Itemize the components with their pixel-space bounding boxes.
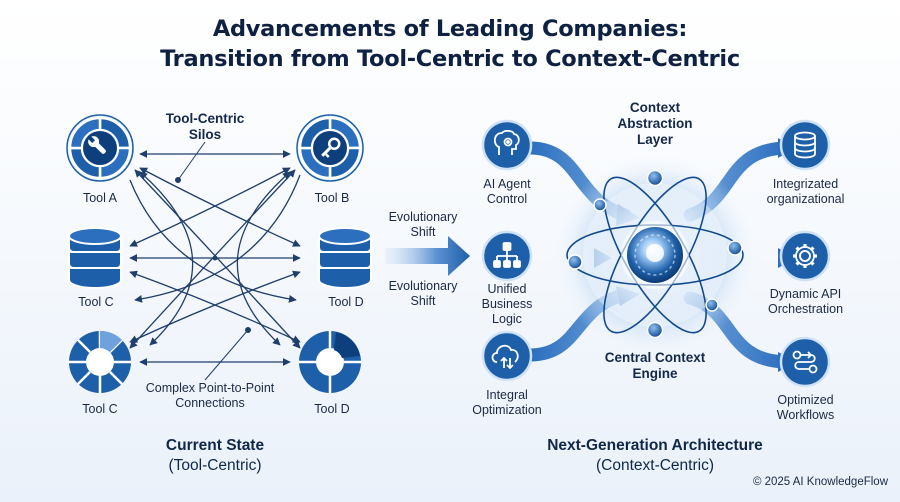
business-logic-label: Unified Business Logic <box>481 282 533 326</box>
tool-d-node <box>318 227 372 289</box>
wrench-icon <box>87 135 106 154</box>
connection-junctions <box>175 177 251 333</box>
tool-b-label: Tool B <box>314 191 350 205</box>
integral-optimization-node <box>481 330 533 382</box>
ai-agent-node <box>481 119 533 171</box>
current-state-sub: (Tool-Centric) <box>168 457 262 474</box>
database-icon <box>68 227 122 289</box>
title-line-1: Advancements of Leading Companies: <box>212 16 688 42</box>
title-line-2: Transition from Tool-Centric to Context-… <box>160 46 740 72</box>
silos-label: Tool-Centric Silos <box>165 111 245 142</box>
integrizated-label: Integrizated organizational <box>766 177 845 206</box>
context-engine <box>555 155 755 355</box>
current-state-caption: Current State (Tool-Centric) <box>115 436 315 476</box>
pie-icon <box>299 331 361 393</box>
key-icon <box>321 137 341 158</box>
cloud-sync-icon <box>491 344 519 370</box>
shift-label-top: Evolutionary Shift <box>388 210 458 239</box>
abstraction-layer-label: Context Abstraction Layer <box>617 100 693 147</box>
next-gen-caption: Next-Generation Architecture (Context-Ce… <box>520 436 790 476</box>
pie-icon <box>69 330 131 393</box>
point-to-point-connections <box>129 141 301 381</box>
business-logic-node <box>481 230 533 282</box>
hierarchy-icon <box>493 242 521 268</box>
workflow-icon <box>792 350 818 374</box>
database-icon <box>794 131 816 159</box>
ai-agent-label: AI Agent Control <box>483 177 531 206</box>
dynamic-api-label: Dynamic API Orchestration <box>767 287 844 316</box>
copyright-text: © 2025 AI KnowledgeFlow <box>752 476 888 488</box>
tool-c2-label: Tool C <box>82 402 118 416</box>
optimized-workflows-label: Optimized Workflows <box>776 393 835 422</box>
tool-a-node <box>66 114 134 182</box>
tool-b-node <box>296 114 364 182</box>
gear-icon <box>793 244 817 268</box>
tool-d2-label: Tool D <box>314 402 350 416</box>
tool-c-node <box>68 227 122 289</box>
tool-a-label: Tool A <box>82 191 118 205</box>
orbit-nodes <box>567 169 743 339</box>
evolution-arrow <box>385 236 470 276</box>
central-engine-label: Central Context Engine <box>604 350 706 381</box>
tool-c-label: Tool C <box>78 295 114 309</box>
shift-label-bottom: Evolutionary Shift <box>388 279 458 308</box>
database-icon <box>318 227 372 289</box>
tool-d-label: Tool D <box>328 295 364 309</box>
dynamic-api-node <box>779 230 831 282</box>
next-gen-sub: (Context-Centric) <box>596 457 714 474</box>
tool-d2-node <box>299 331 361 393</box>
current-state-title: Current State <box>165 437 265 454</box>
optimized-workflows-node <box>779 336 831 388</box>
connections-label: Complex Point-to-Point Connections <box>145 381 275 410</box>
integrizated-node <box>779 119 831 171</box>
integral-optimization-label: Integral Optimization <box>472 388 542 417</box>
brain-gear-icon <box>493 129 520 155</box>
page-title: Advancements of Leading Companies: Trans… <box>0 14 900 74</box>
next-gen-title: Next-Generation Architecture <box>547 437 763 454</box>
tool-c2-node <box>69 330 131 393</box>
